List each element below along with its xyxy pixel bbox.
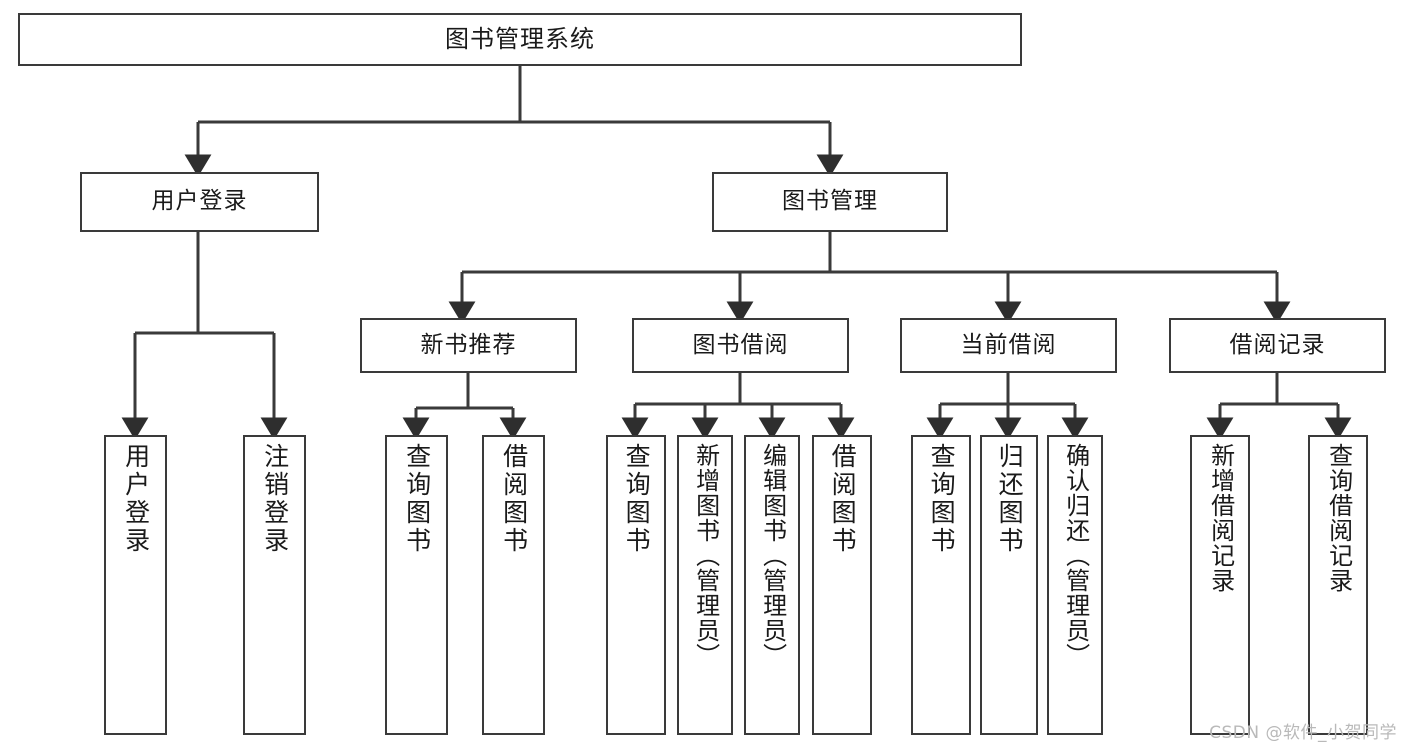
leaf-query-borrowing-record[interactable]: 查询借阅记录: [1308, 435, 1368, 735]
node-label: 当前借阅: [960, 331, 1057, 358]
node-label: 借阅图书: [499, 443, 529, 555]
node-label: 归还图书: [995, 443, 1025, 555]
node-current-borrowing[interactable]: 当前借阅: [900, 318, 1117, 373]
node-label: 用户登录: [151, 188, 248, 215]
node-book-borrowing[interactable]: 图书借阅: [632, 318, 849, 373]
node-label: 图书借阅: [692, 331, 789, 358]
node-label: 用户登录: [121, 443, 151, 555]
node-root-book-management-system[interactable]: 图书管理系统: [18, 13, 1022, 66]
node-label: 借阅图书: [828, 443, 858, 555]
node-label: 查询图书: [402, 443, 432, 555]
node-label: 新增图书（管理员）: [691, 443, 720, 668]
node-label: 图书管理: [782, 188, 878, 215]
node-user-login[interactable]: 用户登录: [80, 172, 319, 232]
node-label: 图书管理系统: [445, 25, 595, 54]
leaf-return-book[interactable]: 归还图书: [980, 435, 1038, 735]
leaf-borrow-book-recommendation[interactable]: 借阅图书: [482, 435, 545, 735]
leaf-edit-book-admin[interactable]: 编辑图书（管理员）: [744, 435, 800, 735]
leaf-query-book-recommendation[interactable]: 查询图书: [385, 435, 448, 735]
node-label: 编辑图书（管理员）: [758, 443, 787, 668]
leaf-confirm-return-admin[interactable]: 确认归还（管理员）: [1047, 435, 1103, 735]
node-new-book-recommendation[interactable]: 新书推荐: [360, 318, 577, 373]
node-label: 确认归还（管理员）: [1061, 443, 1090, 668]
node-label: 查询图书: [622, 443, 652, 555]
node-borrowing-record[interactable]: 借阅记录: [1169, 318, 1386, 373]
node-label: 注销登录: [260, 443, 290, 555]
node-book-management[interactable]: 图书管理: [712, 172, 948, 232]
node-label: 查询借阅记录: [1324, 443, 1353, 593]
leaf-user-login[interactable]: 用户登录: [104, 435, 167, 735]
leaf-query-book-current[interactable]: 查询图书: [911, 435, 971, 735]
leaf-add-book-admin[interactable]: 新增图书（管理员）: [677, 435, 733, 735]
leaf-borrow-book-borrowing[interactable]: 借阅图书: [812, 435, 872, 735]
node-label: 借阅记录: [1229, 331, 1326, 358]
node-label: 查询图书: [927, 443, 957, 555]
leaf-add-borrowing-record[interactable]: 新增借阅记录: [1190, 435, 1250, 735]
node-label: 新书推荐: [420, 331, 517, 358]
leaf-logout-login[interactable]: 注销登录: [243, 435, 306, 735]
node-label: 新增借阅记录: [1206, 443, 1235, 593]
leaf-query-book-borrowing[interactable]: 查询图书: [606, 435, 666, 735]
csdn-watermark: CSDN @软件_小贺同学: [1209, 723, 1397, 743]
